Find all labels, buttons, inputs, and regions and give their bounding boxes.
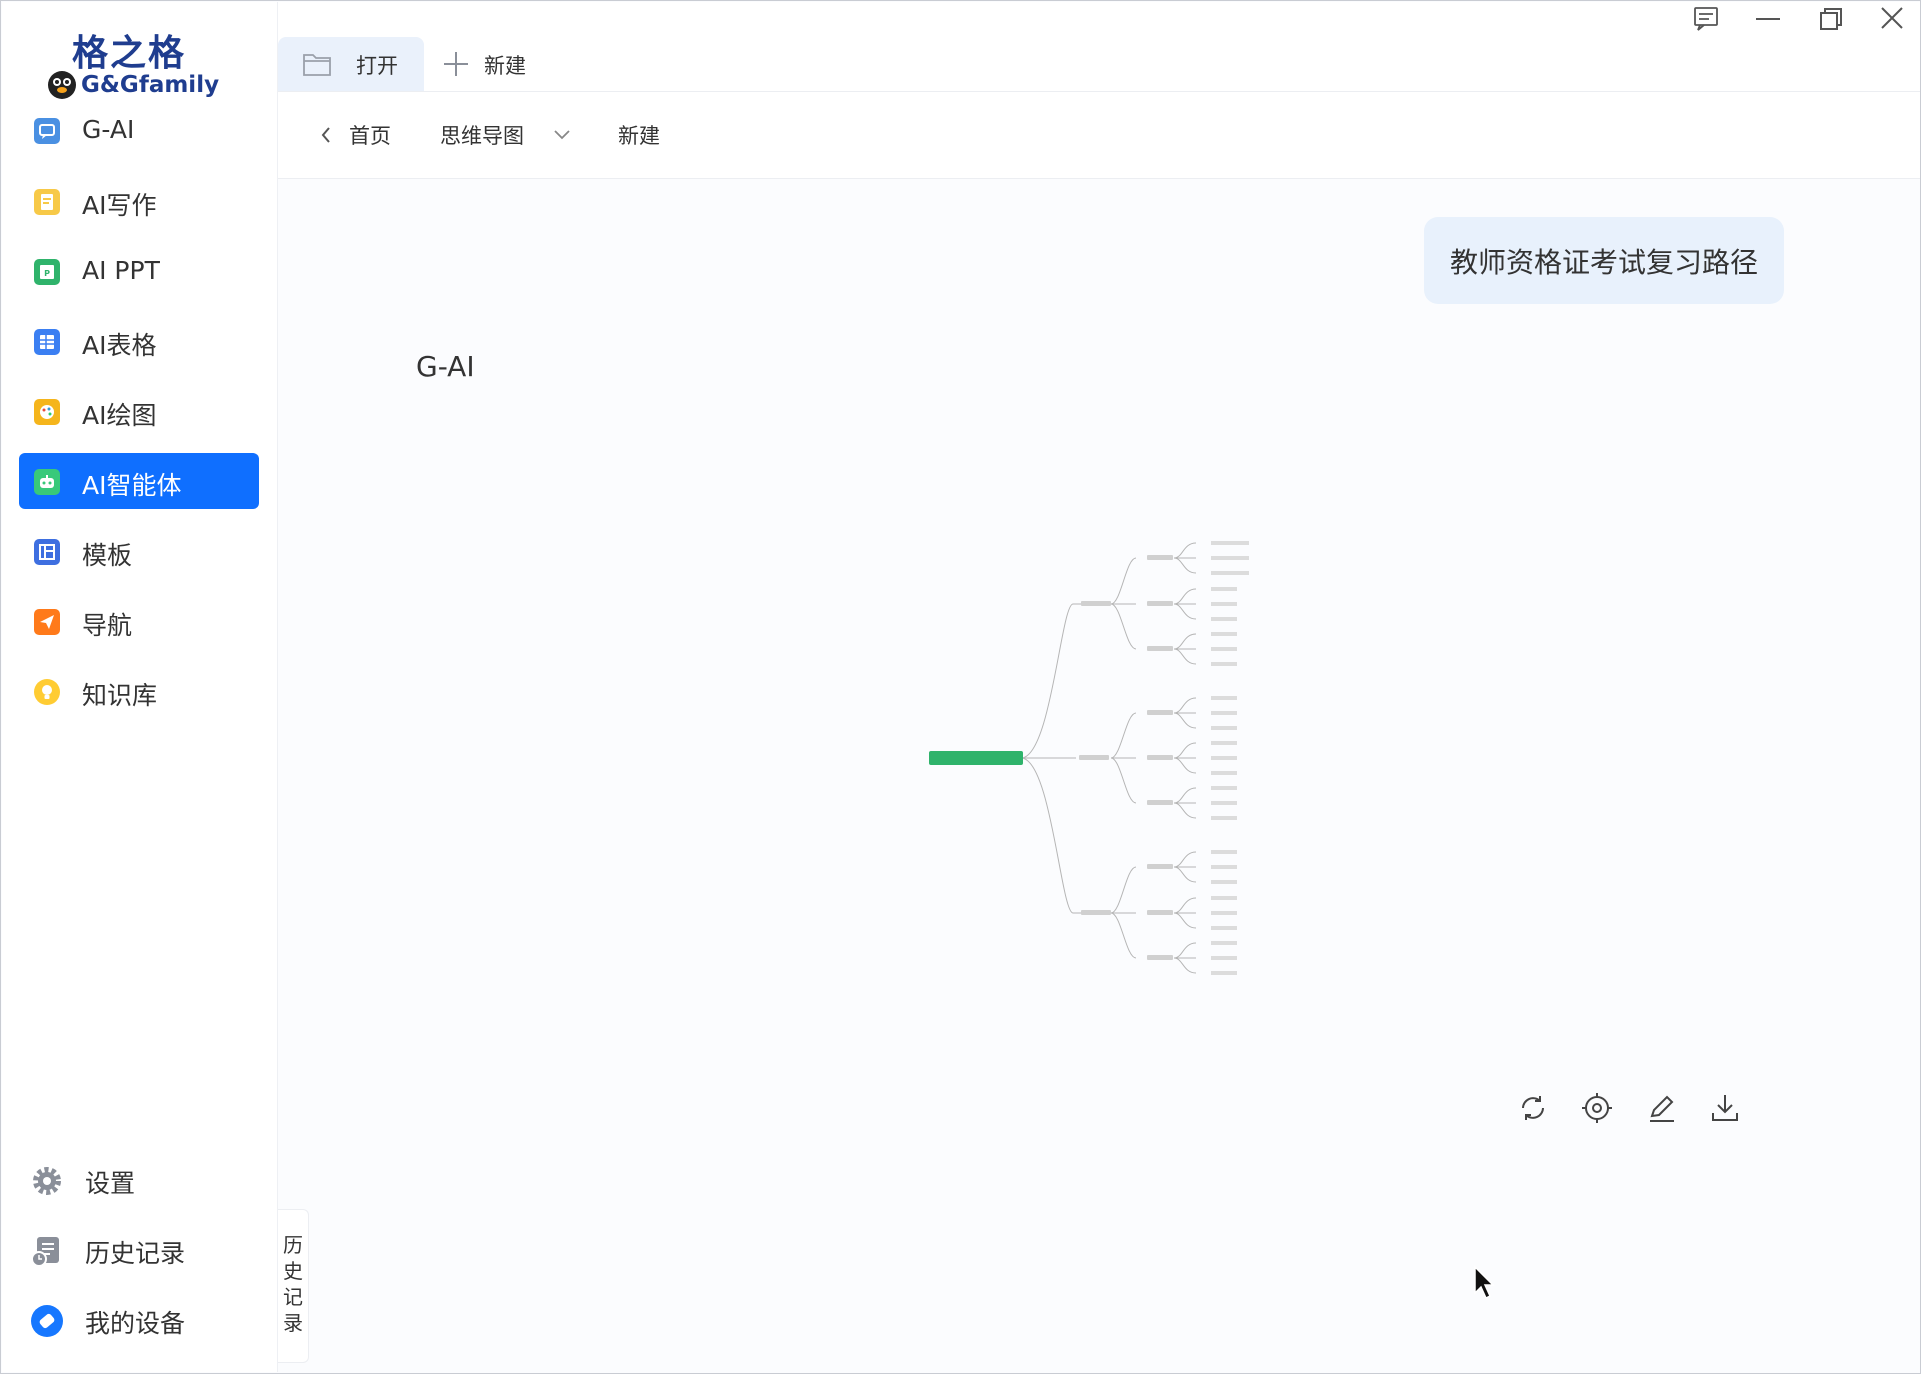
sidebar-item-label: 知识库: [82, 681, 158, 710]
sidebar-item-label: AI绘图: [82, 401, 157, 430]
device-icon: [31, 1305, 63, 1337]
sidebar-item-templates[interactable]: 模板: [19, 523, 259, 579]
restore-icon[interactable]: [1813, 4, 1849, 34]
sidebar-item-g-ai[interactable]: G-AI: [19, 102, 259, 158]
gear-icon: [33, 1167, 61, 1195]
chat-icon: [34, 118, 60, 144]
logo-cn: 格之格: [72, 32, 187, 74]
tab-open[interactable]: 打开: [278, 37, 424, 91]
user-message-text: 教师资格证考试复习路径: [1450, 246, 1759, 279]
history-side-tab-label: 历史记录: [283, 1233, 303, 1335]
sidebar-item-ai-writing[interactable]: AI写作: [19, 173, 259, 229]
sidebar-item-ai-ppt[interactable]: P AI PPT: [19, 243, 259, 299]
refresh-icon[interactable]: [1515, 1090, 1551, 1126]
breadcrumb-category[interactable]: 思维导图: [440, 124, 524, 148]
logo: 格之格 G&Gfamily: [47, 20, 220, 105]
svg-text:P: P: [44, 269, 50, 278]
sidebar-item-navigation[interactable]: 导航: [19, 593, 259, 649]
assistant-name: G-AI: [416, 350, 475, 383]
sidebar-item-label: 导航: [82, 611, 133, 640]
logo-en: G&Gfamily: [81, 72, 220, 98]
download-icon[interactable]: [1707, 1090, 1743, 1126]
sidebar-item-label: AI PPT: [82, 256, 160, 285]
my-devices-button[interactable]: 我的设备: [29, 1291, 259, 1347]
folder-icon: [303, 54, 331, 76]
tab-open-label: 打开: [356, 54, 398, 78]
sidebar-item-label: 模板: [82, 541, 133, 570]
history-icon: [31, 1237, 59, 1267]
locate-icon[interactable]: [1579, 1090, 1615, 1126]
sidebar-item-label: AI智能体: [82, 471, 182, 500]
writing-icon: [34, 189, 60, 215]
feedback-icon[interactable]: [1688, 4, 1724, 34]
my-devices-label: 我的设备: [85, 1309, 186, 1338]
edit-icon[interactable]: [1644, 1090, 1680, 1126]
mind-map-preview[interactable]: [921, 531, 1261, 991]
history-label: 历史记录: [85, 1239, 186, 1268]
history-side-tab[interactable]: 历史记录: [278, 1209, 309, 1363]
spreadsheet-icon: [34, 329, 60, 355]
ppt-icon: P: [34, 259, 60, 285]
plus-icon: [444, 52, 468, 76]
settings-button[interactable]: 设置: [29, 1151, 259, 1207]
minimize-icon[interactable]: [1750, 4, 1786, 34]
mouse-cursor-icon: [1474, 1265, 1495, 1300]
close-icon[interactable]: [1874, 4, 1910, 34]
robot-icon: [34, 469, 60, 495]
template-icon: [34, 539, 60, 565]
sidebar-item-ai-spreadsheet[interactable]: AI表格: [19, 313, 259, 369]
tab-new-label: 新建: [484, 54, 526, 78]
lightbulb-icon: [34, 679, 60, 705]
mascot-icon: [48, 71, 76, 99]
sidebar-item-ai-drawing[interactable]: AI绘图: [19, 383, 259, 439]
sidebar-item-knowledge-base[interactable]: 知识库: [19, 663, 259, 719]
tab-new[interactable]: 新建: [441, 37, 551, 91]
tab-bar: 打开 新建: [278, 2, 1920, 92]
breadcrumb: 首页 思维导图 新建: [278, 92, 1920, 179]
breadcrumb-new[interactable]: 新建: [618, 124, 660, 148]
sidebar-item-label: AI表格: [82, 331, 157, 360]
sidebar-item-label: G-AI: [82, 115, 135, 144]
settings-label: 设置: [85, 1169, 136, 1198]
breadcrumb-home[interactable]: 首页: [349, 124, 391, 148]
sidebar: 格之格 G&Gfamily G-AI AI写作 P AI PPT AI表格: [2, 2, 278, 1372]
chevron-left-icon[interactable]: [319, 125, 333, 145]
chevron-down-icon[interactable]: [552, 126, 572, 142]
history-button[interactable]: 历史记录: [29, 1221, 259, 1277]
user-message-bubble: 教师资格证考试复习路径: [1424, 217, 1784, 304]
sidebar-item-ai-agent[interactable]: AI智能体: [19, 453, 259, 509]
navigation-icon: [34, 609, 60, 635]
palette-icon: [34, 399, 60, 425]
sidebar-item-label: AI写作: [82, 191, 157, 220]
